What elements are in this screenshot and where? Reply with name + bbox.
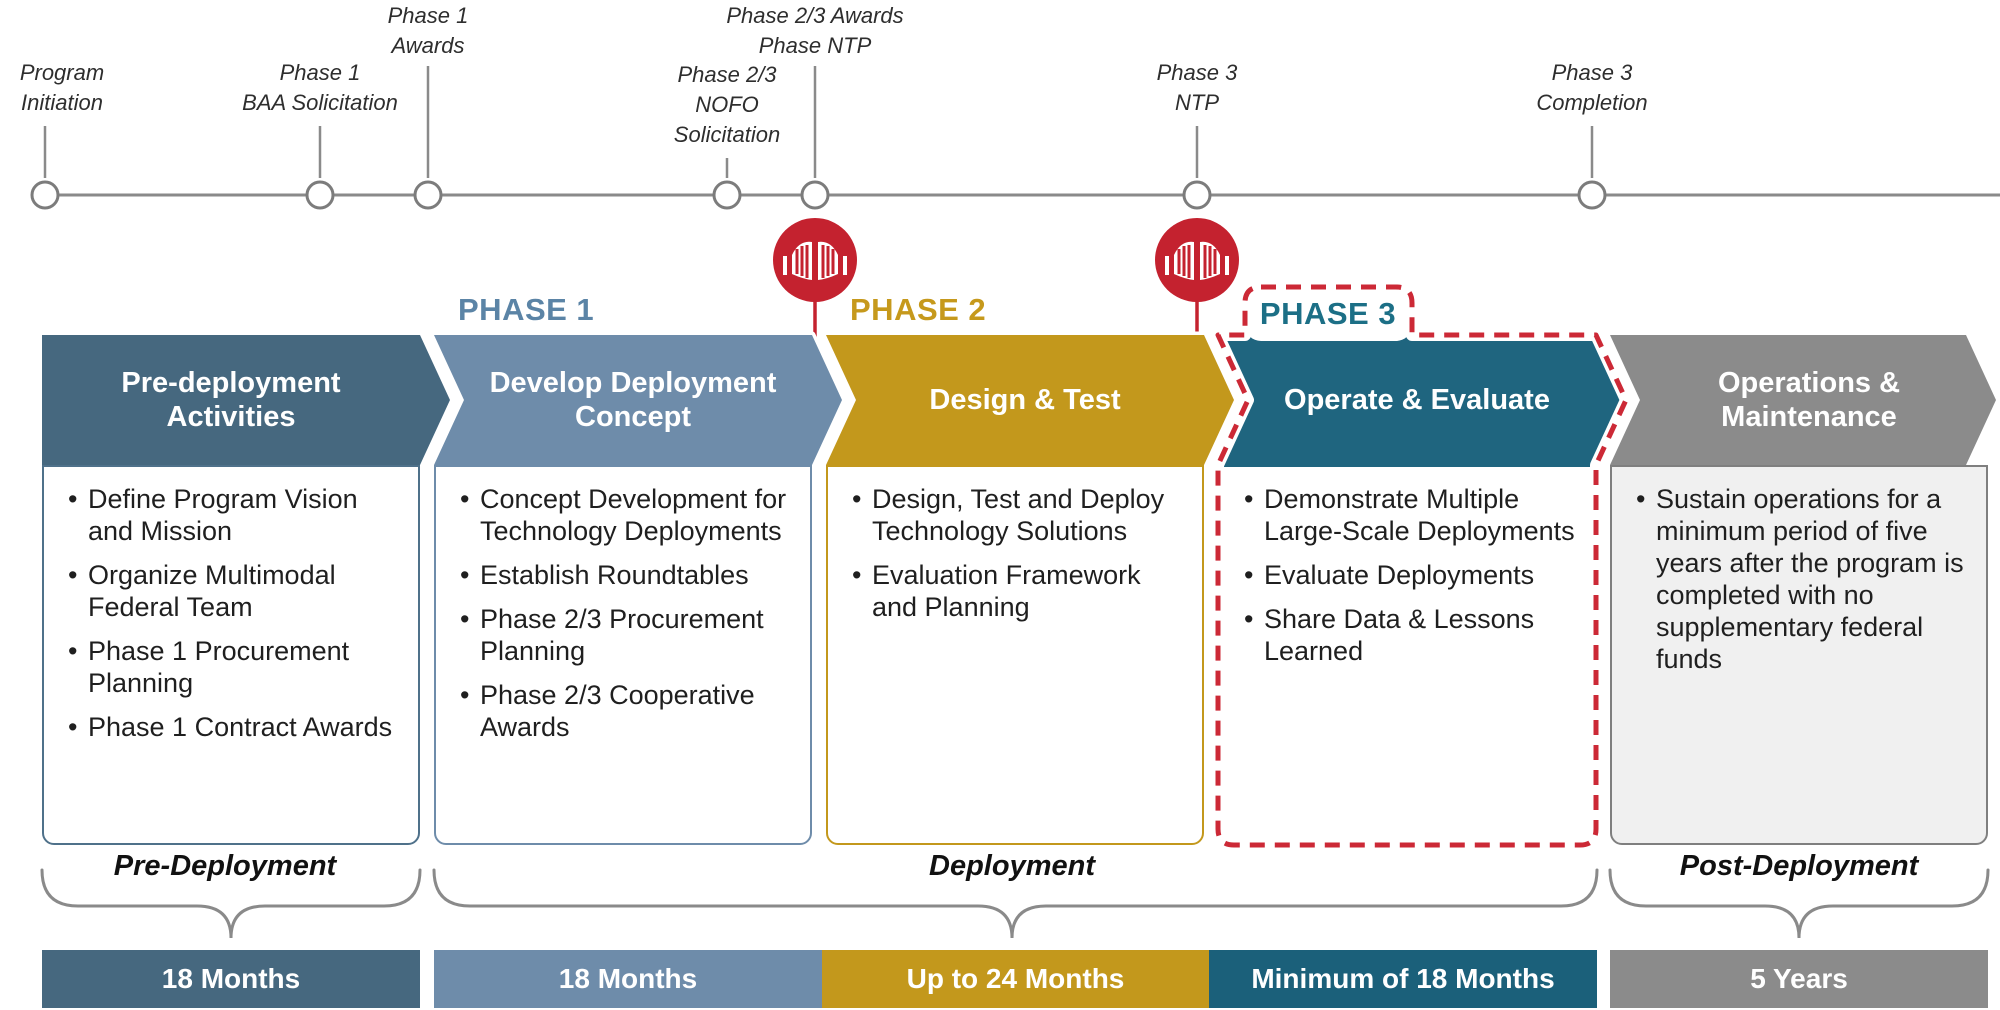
bullet-list: Sustain operations for a minimum period …	[1634, 483, 1974, 675]
list-item: Design, Test and Deploy Technology Solut…	[850, 483, 1190, 547]
phase-box-pre-deployment: Define Program Vision and Mission Organi…	[42, 465, 420, 845]
stage-label-deployment: Deployment	[929, 850, 1095, 882]
phase-header-design-test: Design & Test	[929, 384, 1121, 416]
list-item: Establish Roundtables	[458, 559, 798, 591]
duration-bar-phase2: Up to 24 Months	[822, 950, 1209, 1008]
phase-header-develop-concept: Develop Deployment Concept	[489, 367, 777, 433]
list-item: Demonstrate Multiple Large-Scale Deploym…	[1242, 483, 1582, 547]
phase-2-label: PHASE 2	[850, 292, 987, 327]
phase-box-operate-evaluate: Demonstrate Multiple Large-Scale Deploym…	[1218, 465, 1596, 845]
stage-label-pre-deployment: Pre-Deployment	[113, 850, 337, 882]
phase-box-design-test: Design, Test and Deploy Technology Solut…	[826, 465, 1204, 845]
list-item: Share Data & Lessons Learned	[1242, 603, 1582, 667]
timeline-axis	[30, 66, 2000, 210]
phase-header-operate-evaluate: Operate & Evaluate	[1284, 384, 1550, 416]
phase-box-develop-concept: Concept Development for Technology Deplo…	[434, 465, 812, 845]
bullet-list: Define Program Vision and Mission Organi…	[66, 483, 406, 743]
gate-icon	[773, 218, 857, 348]
list-item: Phase 2/3 Procurement Planning	[458, 603, 798, 667]
list-item: Define Program Vision and Mission	[66, 483, 406, 547]
list-item: Organize Multimodal Federal Team	[66, 559, 406, 623]
list-item: Evaluation Framework and Planning	[850, 559, 1190, 623]
list-item: Phase 2/3 Cooperative Awards	[458, 679, 798, 743]
phase-header-pre-deployment: Pre-deployment Activities	[121, 367, 341, 433]
phase-header-operations-maintenance: Operations & Maintenance	[1717, 367, 1901, 433]
duration-bar-phase0: 18 Months	[42, 950, 420, 1008]
list-item: Concept Development for Technology Deplo…	[458, 483, 798, 547]
list-item: Phase 1 Procurement Planning	[66, 635, 406, 699]
stage-label-post-deployment: Post-Deployment	[1679, 850, 1919, 882]
phase-box-operations-maintenance: Sustain operations for a minimum period …	[1610, 465, 1988, 845]
bullet-list: Design, Test and Deploy Technology Solut…	[850, 483, 1190, 623]
duration-bar-phase4: 5 Years	[1610, 950, 1988, 1008]
bullet-list: Demonstrate Multiple Large-Scale Deploym…	[1242, 483, 1582, 667]
phase-1-label: PHASE 1	[458, 292, 595, 327]
phase-3-label: PHASE 3	[1259, 296, 1397, 331]
duration-bar-phase3: Minimum of 18 Months	[1209, 950, 1597, 1008]
duration-bar-phase1: 18 Months	[434, 950, 822, 1008]
bullet-list: Concept Development for Technology Deplo…	[458, 483, 798, 743]
list-item: Sustain operations for a minimum period …	[1634, 483, 1974, 675]
list-item: Evaluate Deployments	[1242, 559, 1582, 591]
list-item: Phase 1 Contract Awards	[66, 711, 406, 743]
